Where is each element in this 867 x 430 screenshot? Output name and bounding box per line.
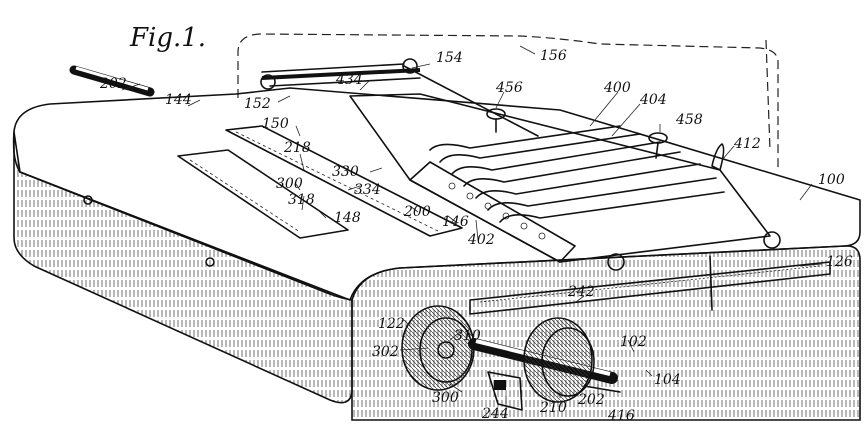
- label-458: 458: [675, 112, 703, 128]
- bracket-block: [494, 380, 506, 390]
- label-218: 218: [283, 140, 311, 156]
- label-122: 122: [378, 316, 405, 332]
- label-210: 210: [539, 400, 567, 416]
- label-126: 126: [826, 254, 853, 270]
- hood-outline: [237, 33, 779, 172]
- shaft-end: [583, 385, 621, 393]
- key-fingers: [429, 125, 725, 223]
- key-block-front: [409, 161, 576, 263]
- shaft-154: [261, 68, 421, 80]
- label-156: 156: [540, 48, 567, 64]
- label-202-front: 202: [577, 392, 605, 408]
- slot-148: [177, 149, 349, 239]
- figure-title: Fig.1.: [129, 23, 206, 53]
- label-200: 200: [403, 204, 431, 220]
- slot-146-scale: [235, 131, 441, 233]
- label-146: 146: [442, 214, 469, 230]
- right-nut: [763, 231, 781, 249]
- label-456: 456: [495, 80, 523, 96]
- rail-nut-right: [402, 58, 418, 74]
- hood-edge: [765, 39, 771, 151]
- label-404: 404: [639, 92, 667, 108]
- label-100: 100: [818, 172, 845, 188]
- wheel-210: [523, 317, 595, 403]
- label-310: 310: [454, 328, 481, 344]
- slot-146: [225, 125, 463, 237]
- reference-labels: 202 144 154 156 152 434 456 400 404 458 …: [99, 48, 853, 424]
- label-400: 400: [603, 80, 631, 96]
- label-302: 302: [372, 344, 399, 360]
- label-152: 152: [244, 96, 271, 112]
- wheel-300: [401, 305, 475, 391]
- guide-rod: [403, 65, 539, 137]
- label-412: 412: [733, 136, 761, 152]
- top-rail-front: [269, 77, 421, 87]
- bracket-244: [487, 371, 523, 411]
- label-244: 244: [481, 406, 509, 422]
- label-402: 402: [467, 232, 495, 248]
- top-rail-rear: [261, 63, 405, 73]
- label-104: 104: [654, 372, 681, 388]
- label-202: 202: [99, 76, 127, 92]
- label-144: 144: [165, 92, 192, 108]
- label-148: 148: [334, 210, 361, 226]
- label-102: 102: [620, 334, 647, 350]
- label-300-front: 300: [432, 390, 459, 406]
- label-300: 300: [276, 176, 303, 192]
- slot-148-scale: [189, 159, 301, 233]
- body-front-face: [351, 245, 861, 421]
- body-left-face: [13, 131, 353, 404]
- knob-456: [486, 108, 506, 133]
- rail-nut-left: [260, 74, 276, 90]
- knob-458: [648, 132, 668, 159]
- label-242: 242: [567, 284, 595, 300]
- screw-1: [83, 195, 93, 205]
- front-divider: [709, 255, 713, 311]
- slot-rack: [479, 265, 821, 303]
- label-154: 154: [436, 50, 463, 66]
- label-318: 318: [288, 192, 315, 208]
- label-150: 150: [262, 116, 289, 132]
- front-nut: [607, 253, 625, 271]
- leader-lines: [121, 45, 823, 404]
- label-330: 330: [332, 164, 359, 180]
- body-left-edge: [19, 171, 331, 295]
- screw-2: [205, 257, 215, 267]
- label-334: 334: [354, 182, 381, 198]
- label-434: 434: [335, 72, 363, 88]
- lever-412: [711, 143, 725, 171]
- label-416: 416: [607, 408, 635, 424]
